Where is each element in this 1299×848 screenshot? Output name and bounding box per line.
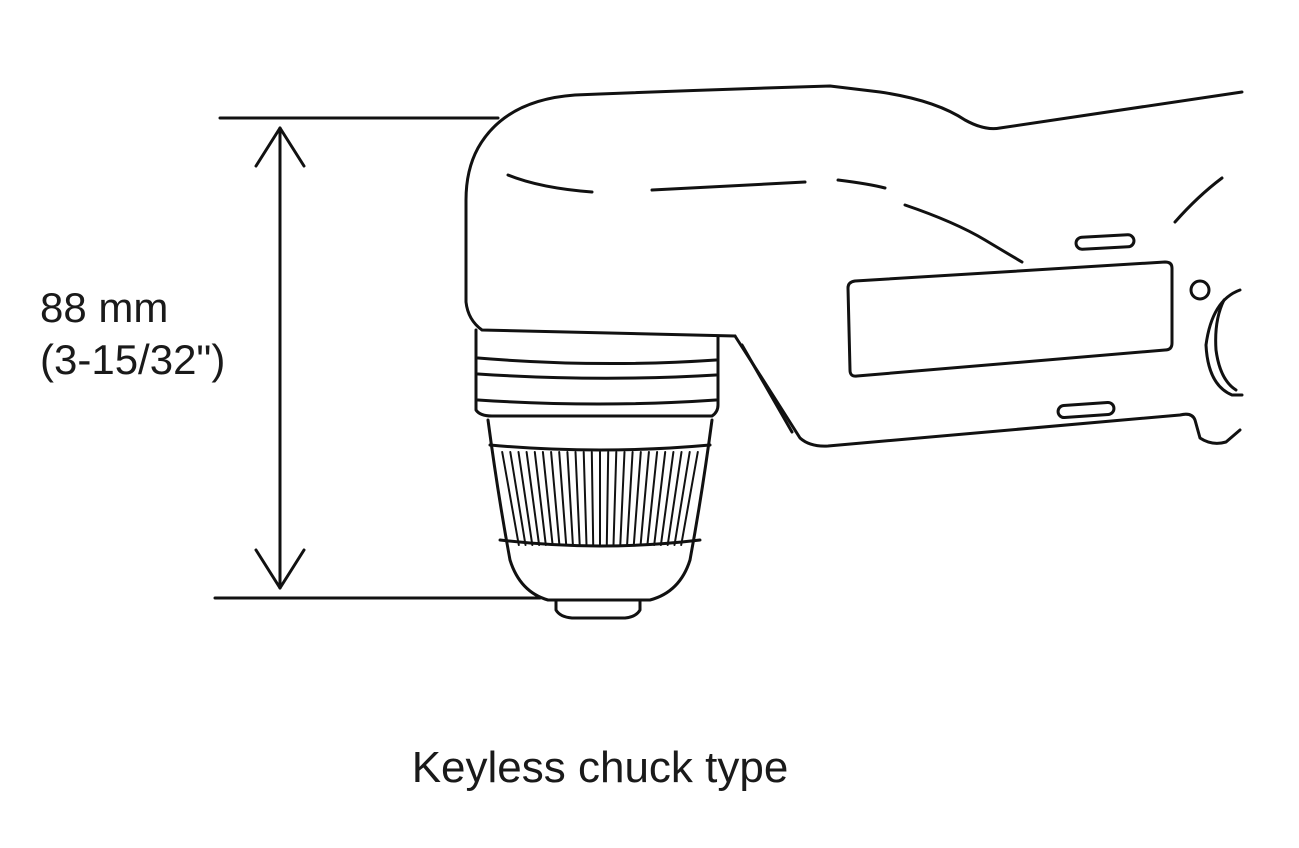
reversing-switch — [1204, 288, 1244, 397]
knurl-groove — [558, 451, 568, 546]
knurl-groove — [533, 451, 547, 546]
label-window — [846, 260, 1174, 378]
gear-housing-inner — [740, 343, 794, 434]
caption-text: Keyless chuck type — [411, 743, 789, 792]
knurl-groove — [509, 451, 527, 546]
knurl-groove — [574, 451, 581, 546]
dimension-imperial: (3-15/32") — [40, 336, 226, 383]
body-contour-line — [903, 203, 1024, 264]
body-contour-line — [1173, 176, 1224, 224]
chuck-tip — [554, 598, 642, 620]
direction-marker-icon — [1189, 279, 1211, 301]
knurl-groove — [541, 451, 554, 546]
drill-head-body — [464, 84, 1244, 338]
knurl-groove — [680, 451, 699, 546]
knurl-groove — [525, 451, 541, 546]
knurl-groove — [619, 451, 626, 546]
knurl-groove — [605, 451, 610, 546]
knurl-groove — [626, 451, 634, 546]
knurl-groove — [582, 451, 588, 546]
knurl-groove — [666, 451, 683, 546]
gear-housing — [733, 334, 1242, 448]
figure-caption: Keyless chuck type — [0, 742, 1200, 794]
dimension-arrow — [254, 126, 306, 590]
knurl-groove — [517, 451, 534, 546]
knurl-groove — [673, 451, 691, 546]
knurl-groove — [612, 451, 618, 546]
knurl-groove — [632, 451, 642, 546]
body-contour-line — [650, 180, 807, 192]
knurl-groove — [639, 451, 650, 546]
chuck-collar — [474, 328, 720, 418]
vent-slot-top — [1074, 233, 1136, 251]
knurl-groove — [566, 451, 574, 546]
knurl-groove — [590, 451, 595, 546]
knurl-groove — [550, 451, 561, 546]
chuck-knurling — [501, 451, 699, 546]
knurl-groove — [646, 451, 659, 546]
dimension-metric: 88 mm — [40, 284, 169, 331]
dimension-label: 88 mm (3-15/32") — [40, 282, 225, 386]
knurl-groove — [659, 451, 675, 546]
vent-slot-bottom — [1056, 400, 1116, 420]
body-contour-line — [506, 173, 594, 194]
knurl-groove — [501, 451, 520, 546]
body-contour-line — [836, 178, 887, 190]
knurl-groove — [653, 451, 667, 546]
